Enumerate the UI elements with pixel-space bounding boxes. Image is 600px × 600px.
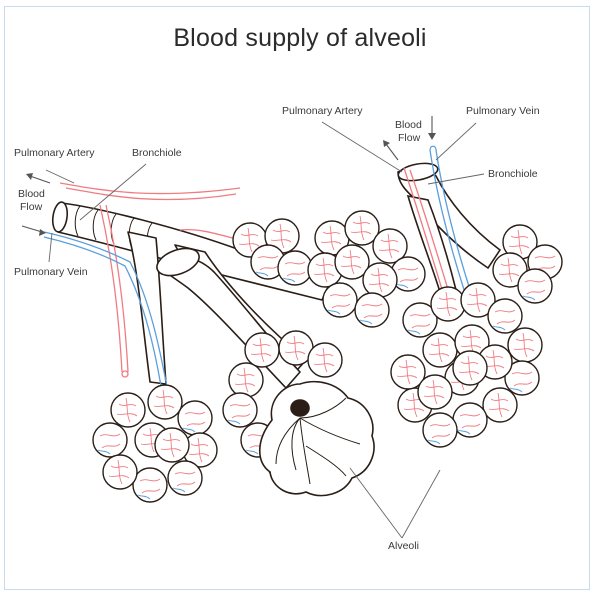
left-pulmonary-artery-vessel xyxy=(59,182,241,378)
label-bronchiole-right: Bronchiole xyxy=(488,168,538,180)
alveolar-sac-right xyxy=(390,282,543,448)
label-pulmonary-artery-left: Pulmonary Artery xyxy=(14,147,95,159)
alveolar-sac-cross-section xyxy=(259,380,375,497)
label-pulmonary-artery-right: Pulmonary Artery xyxy=(282,105,363,117)
label-pulmonary-vein-right: Pulmonary Vein xyxy=(466,105,540,117)
leader-lines xyxy=(45,121,485,539)
blood-flow-arrows xyxy=(21,116,436,236)
label-alveoli: Alveoli xyxy=(388,540,419,552)
alveolar-sac-lower-left xyxy=(92,384,218,503)
label-blood-flow-right-line2: Flow xyxy=(398,132,421,144)
diagram-title: Blood supply of alveoli xyxy=(173,24,427,52)
label-blood-flow-left-line1: Blood xyxy=(18,188,45,200)
label-blood-flow-left-line2: Flow xyxy=(20,201,43,213)
right-vessels xyxy=(403,145,473,297)
label-blood-flow-right-line1: Blood xyxy=(395,119,422,131)
diagram-frame xyxy=(4,6,590,590)
alveolar-sac-upper-right xyxy=(492,224,563,304)
left-pulmonary-vein-vessel xyxy=(43,231,169,393)
label-pulmonary-vein-left: Pulmonary Vein xyxy=(14,266,88,278)
labels: Pulmonary Artery Bronchiole Blood Flow P… xyxy=(14,105,540,552)
label-bronchiole-left: Bronchiole xyxy=(132,147,182,159)
